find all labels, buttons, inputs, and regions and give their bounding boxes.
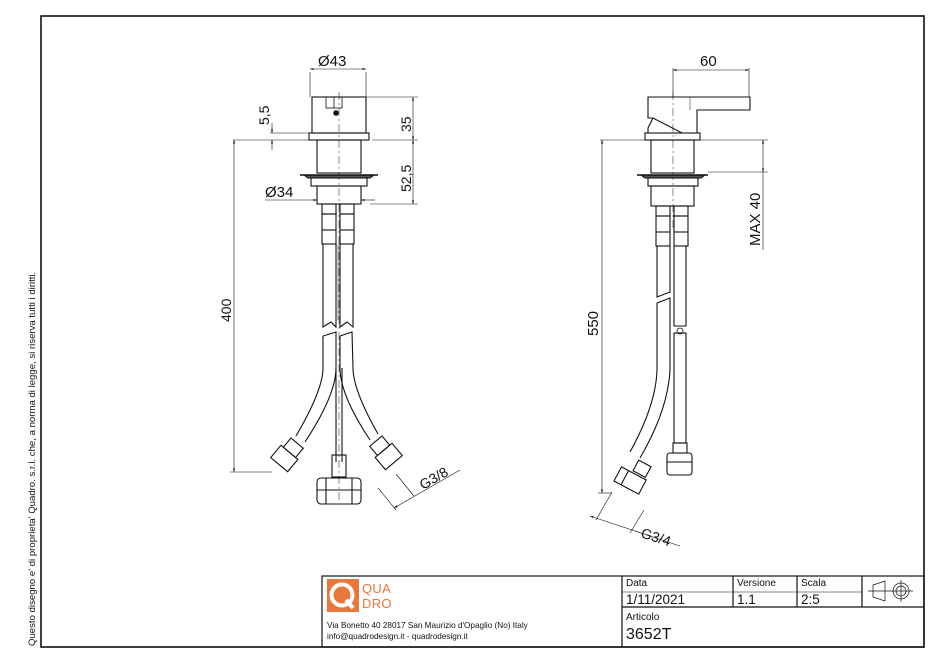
dim-hose-thread-front: G3/8 xyxy=(417,463,451,492)
dim-thread-diameter: Ø34 xyxy=(265,184,293,201)
dim-handle-height: 35 xyxy=(398,116,414,132)
side-view-dimensions xyxy=(589,68,768,547)
dim-max-deck: MAX 40 xyxy=(747,193,764,246)
front-view-dimension-labels: Ø43 5,5 35 52,5 Ø34 400 G3/8 xyxy=(218,53,451,493)
articolo-value: 3652T xyxy=(626,626,672,643)
versione-label: Versione xyxy=(737,578,776,589)
dim-body-height: 52,5 xyxy=(398,165,414,192)
dim-lever-length: 60 xyxy=(700,53,717,70)
title-block-grid xyxy=(321,575,925,648)
logo-text-line1: QUA xyxy=(362,581,392,596)
data-value: 1/11/2021 xyxy=(626,592,686,607)
data-label: Data xyxy=(626,578,648,589)
company-contacts: info@quadrodesign.it - quadrodesign.it xyxy=(327,632,468,641)
first-angle-projection-icon xyxy=(868,580,913,602)
logo-text-line2: DRO xyxy=(362,596,392,611)
dim-hose-length-front: 400 xyxy=(218,298,234,322)
scala-label: Scala xyxy=(801,578,827,589)
versione-value: 1.1 xyxy=(737,592,756,607)
dim-hose-length-side: 550 xyxy=(585,311,602,336)
scala-value: 2:5 xyxy=(801,592,820,607)
company-address: Via Bonetto 40 28017 San Maurizio d'Opag… xyxy=(327,621,528,630)
copyright-note: Questo disegno e' di proprieta' Quadro. … xyxy=(27,271,38,646)
side-view-dimension-labels: 60 MAX 40 550 G3/4 xyxy=(585,53,764,549)
dim-handle-diameter: Ø43 xyxy=(318,53,346,70)
front-view-dimensions xyxy=(230,67,461,511)
quadro-logo-mark xyxy=(327,579,359,612)
side-view-drawing xyxy=(613,92,751,495)
sheet-border xyxy=(40,15,925,648)
articolo-label: Articolo xyxy=(626,612,660,623)
front-view-drawing xyxy=(269,92,404,505)
dim-hose-thread-side: G3/4 xyxy=(639,525,673,550)
dim-top-ring: 5,5 xyxy=(256,105,272,125)
